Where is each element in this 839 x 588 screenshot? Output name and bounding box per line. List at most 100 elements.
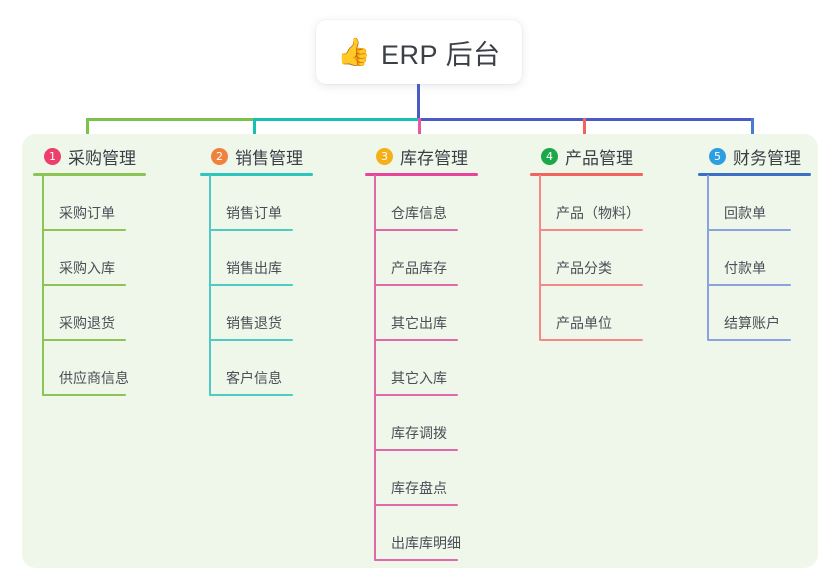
number-badge-icon: 2 [211, 147, 228, 165]
column-purchase[interactable]: 1 采购管理采购订单采购入库采购退货供应商信息 [33, 142, 146, 396]
list-item-label: 产品分类 [556, 260, 612, 276]
number-badge-icon: 3 [376, 147, 393, 165]
column-product-header-rule [530, 173, 643, 176]
list-item-label: 仓库信息 [391, 205, 447, 221]
list-item-label: 其它入库 [391, 370, 447, 386]
column-inventory-header[interactable]: 3 库存管理 [365, 142, 468, 170]
list-item[interactable]: 销售订单 [200, 176, 303, 231]
list-item[interactable]: 采购入库 [33, 231, 136, 286]
list-item[interactable]: 出库库明细 [365, 506, 468, 561]
column-finance-header[interactable]: 5 财务管理 [698, 142, 801, 170]
list-item-label: 回款单 [724, 205, 766, 221]
list-item-rule [42, 284, 126, 286]
list-item-label: 产品库存 [391, 260, 447, 276]
list-item-rule [707, 229, 791, 231]
number-badge-icon: 1 [44, 147, 61, 165]
column-finance-items: 回款单付款单结算账户 [698, 176, 801, 341]
number-badge-icon: 4 [541, 147, 558, 165]
list-item[interactable]: 采购订单 [33, 176, 136, 231]
column-inventory-spine [374, 175, 376, 560]
list-item-label: 其它出库 [391, 315, 447, 331]
list-item-label: 采购订单 [59, 205, 115, 221]
list-item-label: 销售出库 [226, 260, 282, 276]
list-item-rule [42, 339, 126, 341]
column-inventory-items: 仓库信息产品库存其它出库其它入库库存调拨库存盘点出库库明细 [365, 176, 468, 561]
branches-panel [22, 134, 818, 568]
list-item-label: 出库库明细 [391, 535, 461, 551]
column-product-items: 产品（物料） 产品分类产品单位 [530, 176, 643, 341]
list-item[interactable]: 产品（物料） [530, 176, 643, 231]
number-badge-icon: 5 [709, 147, 726, 165]
list-item-rule [707, 284, 791, 286]
list-item-label: 供应商信息 [59, 370, 129, 386]
column-product[interactable]: 4 产品管理产品（物料） 产品分类产品单位 [530, 142, 643, 341]
column-purchase-header-rule [33, 173, 146, 176]
root-node[interactable]: 👍 ERP 后台 [316, 20, 522, 84]
root-node-title: ERP 后台 [381, 39, 501, 70]
list-item-rule [374, 559, 458, 561]
list-item[interactable]: 仓库信息 [365, 176, 468, 231]
list-item-label: 产品单位 [556, 315, 612, 331]
connector-trunk [417, 84, 420, 121]
column-finance[interactable]: 5 财务管理回款单付款单结算账户 [698, 142, 811, 341]
list-item-rule [374, 229, 458, 231]
column-finance-spine [707, 175, 709, 340]
column-sales-title: 销售管理 [235, 148, 303, 168]
list-item[interactable]: 库存调拨 [365, 396, 468, 451]
column-sales[interactable]: 2 销售管理销售订单销售出库销售退货客户信息 [200, 142, 313, 396]
list-item-rule [42, 394, 126, 396]
list-item[interactable]: 产品单位 [530, 286, 643, 341]
list-item[interactable]: 其它出库 [365, 286, 468, 341]
list-item-rule [374, 394, 458, 396]
list-item-rule [209, 229, 293, 231]
list-item[interactable]: 回款单 [698, 176, 801, 231]
list-item-rule [539, 229, 643, 231]
list-item[interactable]: 客户信息 [200, 341, 303, 396]
list-item[interactable]: 产品分类 [530, 231, 643, 286]
list-item-rule [374, 449, 458, 451]
list-item-label: 库存调拨 [391, 425, 447, 441]
list-item[interactable]: 销售出库 [200, 231, 303, 286]
column-finance-title: 财务管理 [733, 148, 801, 168]
list-item-label: 客户信息 [226, 370, 282, 386]
column-product-spine [539, 175, 541, 340]
column-sales-header[interactable]: 2 销售管理 [200, 142, 303, 170]
column-inventory-title: 库存管理 [400, 148, 468, 168]
column-inventory[interactable]: 3 库存管理仓库信息产品库存其它出库其它入库库存调拨库存盘点出库库明细 [365, 142, 478, 561]
list-item-rule [42, 229, 126, 231]
list-item-rule [209, 394, 293, 396]
column-purchase-title: 采购管理 [68, 148, 136, 168]
list-item[interactable]: 结算账户 [698, 286, 801, 341]
column-product-title: 产品管理 [565, 148, 633, 168]
bus-teal [253, 118, 419, 121]
column-product-header[interactable]: 4 产品管理 [530, 142, 633, 170]
list-item-label: 采购退货 [59, 315, 115, 331]
list-item-rule [374, 284, 458, 286]
list-item[interactable]: 供应商信息 [33, 341, 136, 396]
list-item-label: 销售退货 [226, 315, 282, 331]
list-item-label: 结算账户 [724, 315, 780, 331]
list-item-label: 付款单 [724, 260, 766, 276]
column-finance-header-rule [698, 173, 811, 176]
list-item-rule [539, 284, 643, 286]
list-item[interactable]: 库存盘点 [365, 451, 468, 506]
list-item-rule [209, 339, 293, 341]
list-item-label: 库存盘点 [391, 480, 447, 496]
column-purchase-header[interactable]: 1 采购管理 [33, 142, 136, 170]
list-item-rule [707, 339, 791, 341]
list-item[interactable]: 其它入库 [365, 341, 468, 396]
list-item-rule [374, 504, 458, 506]
list-item[interactable]: 采购退货 [33, 286, 136, 341]
list-item[interactable]: 销售退货 [200, 286, 303, 341]
list-item[interactable]: 付款单 [698, 231, 801, 286]
list-item-rule [209, 284, 293, 286]
list-item-rule [539, 339, 643, 341]
thumbs-up-emoji: 👍 [337, 36, 372, 67]
list-item-label: 采购入库 [59, 260, 115, 276]
column-purchase-items: 采购订单采购入库采购退货供应商信息 [33, 176, 136, 396]
list-item[interactable]: 产品库存 [365, 231, 468, 286]
column-inventory-header-rule [365, 173, 478, 176]
column-sales-items: 销售订单销售出库销售退货客户信息 [200, 176, 303, 396]
bus-green [86, 118, 254, 121]
